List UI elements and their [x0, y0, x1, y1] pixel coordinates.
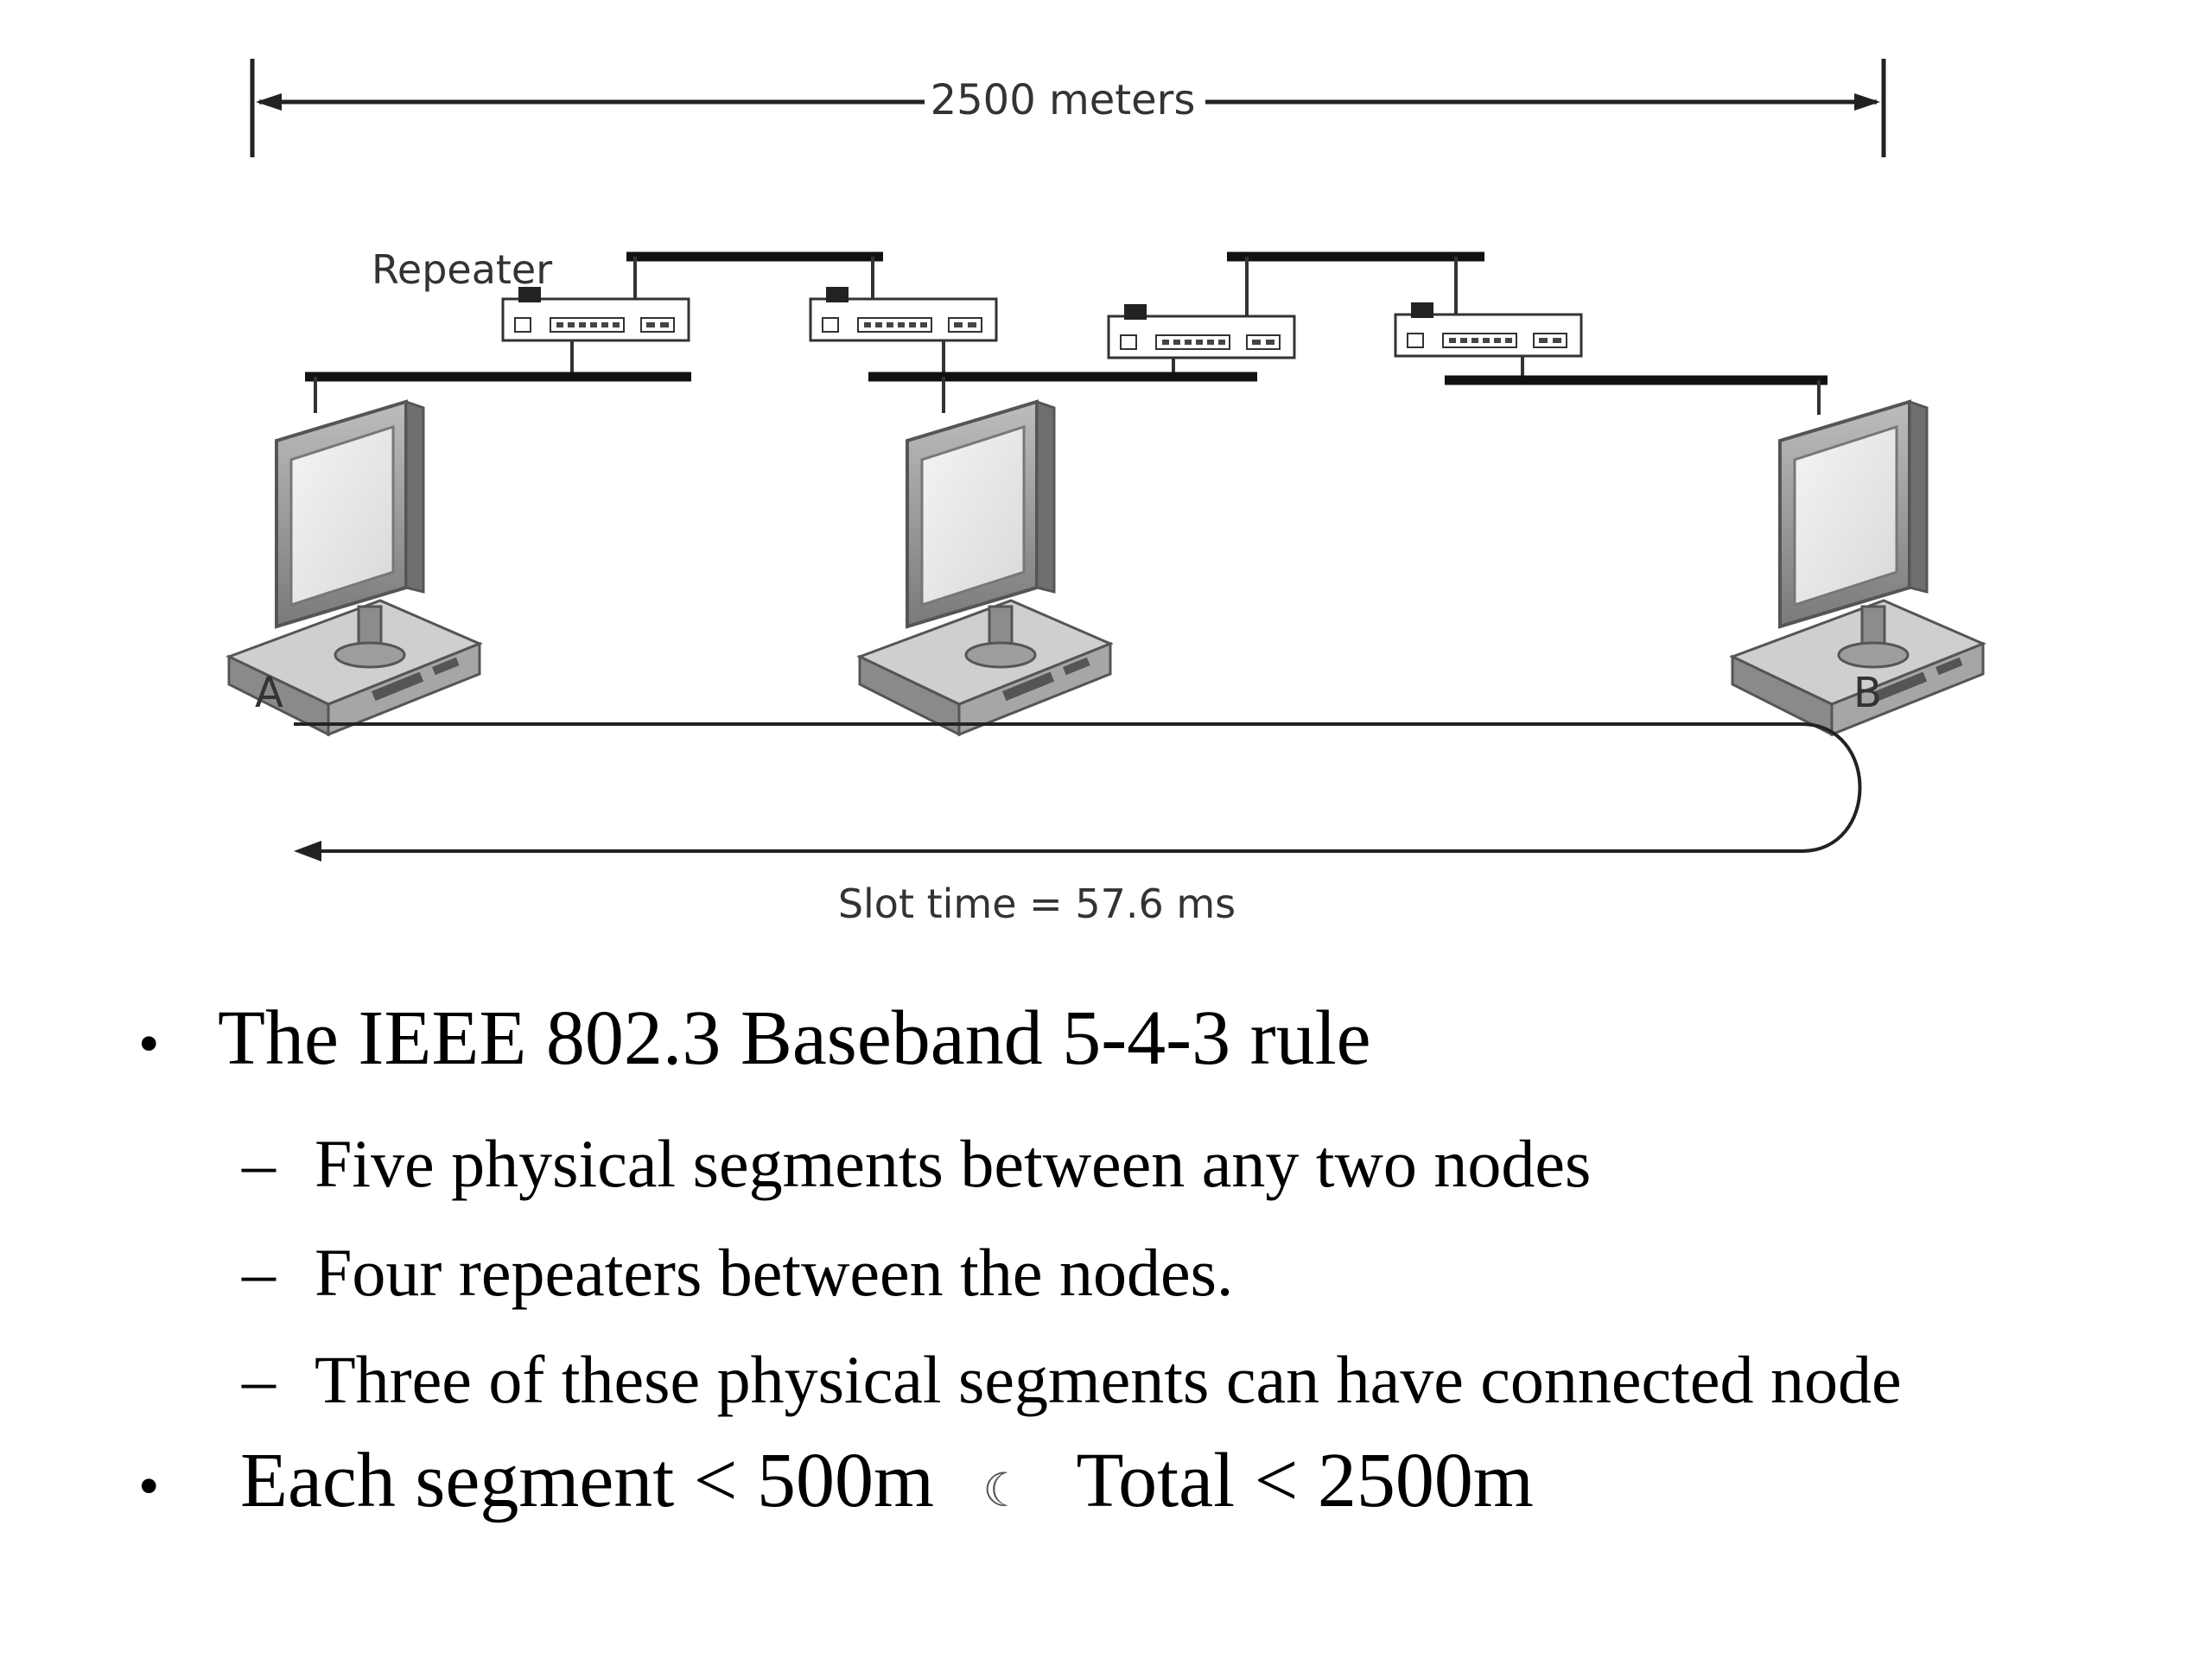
segment-limit-text: Each segment < 500m — [240, 1438, 935, 1523]
total-limit-text: Total < 2500m — [1076, 1438, 1534, 1523]
sub-item-segments: – Five physical segments between any two… — [242, 1125, 1591, 1203]
dash-marker: – — [242, 1235, 276, 1310]
return-arrowhead — [294, 841, 321, 861]
computer-droplines — [314, 377, 1821, 415]
sub-item-text: Five physical segments between any two n… — [315, 1126, 1592, 1201]
round-trip-path — [294, 722, 1862, 853]
node-b-label: B — [1853, 669, 1882, 717]
slot-time-label: Slot time = 57.6 ms — [838, 880, 1236, 927]
computer-middle — [858, 400, 1112, 736]
bullet-marker: • — [138, 1453, 160, 1520]
sub-item-repeaters: – Four repeaters between the nodes. — [242, 1234, 1233, 1312]
bullet-marker: • — [138, 1011, 160, 1077]
network-diagram: 2500 meters Repeater A B Slot ti — [227, 59, 1985, 927]
implies-icon: ☾ — [982, 1463, 1025, 1517]
sub-item-populated: – Three of these physical segments can h… — [242, 1341, 1902, 1419]
repeater-4 — [1394, 301, 1583, 358]
repeater-label: Repeater — [372, 246, 552, 293]
repeater-1 — [501, 285, 690, 342]
bullet-item-rule: • The IEEE 802.3 Baseband 5-4-3 rule — [138, 994, 1371, 1083]
span-label: 2500 meters — [931, 76, 1196, 124]
sub-item-text: Three of these physical segments can hav… — [315, 1342, 1902, 1417]
repeater-2 — [809, 285, 998, 342]
span-dimension — [250, 59, 1886, 157]
bullet-item-limits: • Each segment < 500m ☾ Total < 2500m — [138, 1436, 1534, 1525]
repeater-droplines — [570, 257, 1524, 380]
dash-marker: – — [242, 1126, 276, 1201]
lower-segments — [305, 372, 1827, 385]
repeater-3 — [1107, 302, 1296, 359]
rule-title: The IEEE 802.3 Baseband 5-4-3 rule — [218, 995, 1371, 1081]
sub-item-text: Four repeaters between the nodes. — [315, 1235, 1234, 1310]
node-a-label: A — [255, 669, 283, 717]
dash-marker: – — [242, 1342, 276, 1417]
